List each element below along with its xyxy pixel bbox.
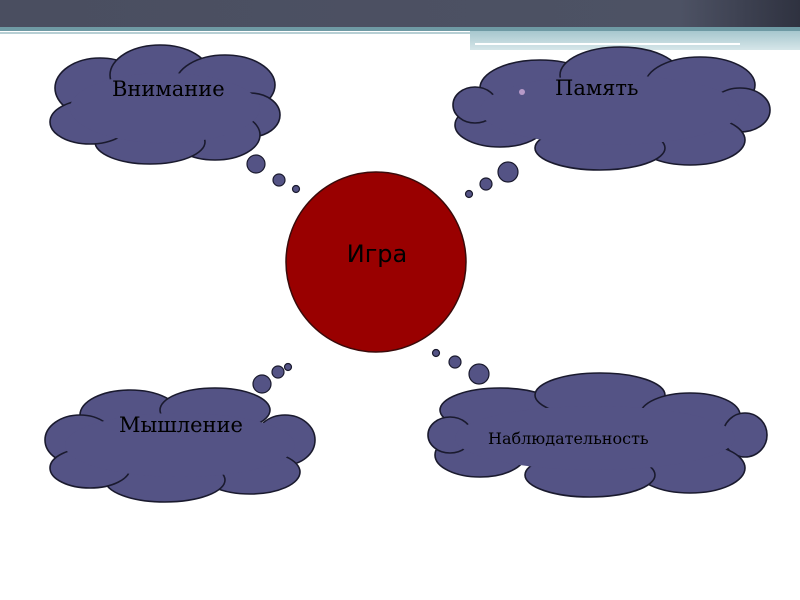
header-right-block xyxy=(470,31,800,50)
dots-attention xyxy=(246,154,301,194)
bullet-icon xyxy=(519,89,525,95)
center-circle xyxy=(285,171,467,353)
cloud-memory xyxy=(452,46,771,171)
dots-observation xyxy=(431,348,490,385)
dots-thinking xyxy=(252,362,293,394)
dots-memory xyxy=(464,161,519,199)
cloud-thinking xyxy=(44,387,316,503)
header-light-stripe xyxy=(0,32,800,34)
header-teal-stripe xyxy=(0,27,800,31)
cloud-label-observation: Наблюдательность xyxy=(488,429,649,448)
center-label: Игра xyxy=(346,240,408,268)
header-dark-bar xyxy=(0,0,800,27)
cloud-observation xyxy=(427,372,768,498)
cloud-attention xyxy=(49,44,281,165)
cloud-label-memory: Память xyxy=(555,76,639,100)
cloud-label-thinking: Мышление xyxy=(119,413,243,437)
cloud-label-attention: Внимание xyxy=(112,77,225,101)
header-right-line xyxy=(475,43,740,45)
slide-header-decoration xyxy=(0,0,800,50)
